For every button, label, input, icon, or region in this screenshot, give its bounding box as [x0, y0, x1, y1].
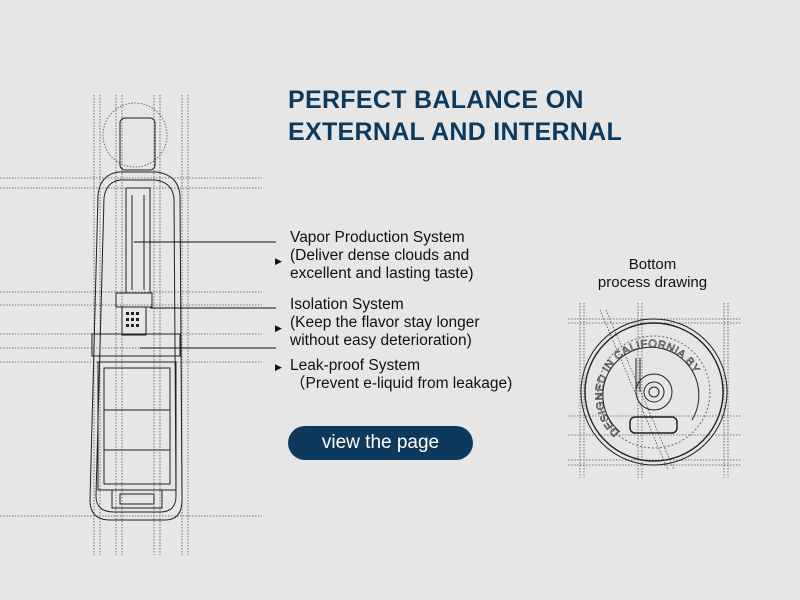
- caption-line-2: process drawing: [597, 274, 708, 291]
- arrow-icon: ▶: [275, 362, 282, 372]
- feature-desc: (Deliver dense clouds and: [290, 247, 470, 264]
- feature-name: Vapor Production System: [290, 229, 465, 246]
- feature-name: Leak-proof System: [290, 357, 421, 374]
- feature-desc: （Prevent e-liquid from leakage): [290, 375, 513, 392]
- bottom-drawing: DESIGNED IN CALIFORNIA BY: [568, 303, 742, 478]
- feature-leak-proof: Leak-proof System （Prevent e-liquid from…: [290, 357, 512, 393]
- page-title: PERFECT BALANCE ON EXTERNAL AND INTERNAL: [288, 84, 622, 148]
- feature-vapor-production: Vapor Production System (Deliver dense c…: [290, 229, 474, 283]
- feature-isolation: Isolation System (Keep the flavor stay l…: [290, 296, 480, 350]
- title-line-2: EXTERNAL AND INTERNAL: [288, 118, 623, 146]
- feature-desc: excellent and lasting taste): [290, 265, 474, 282]
- arrow-icon: ▶: [275, 323, 282, 333]
- feature-desc: (Keep the flavor stay longer: [290, 314, 480, 331]
- view-the-page-button[interactable]: view the page: [288, 426, 473, 460]
- caption-line-1: Bottom: [628, 256, 677, 273]
- bottom-drawing-caption: Bottom process drawing: [580, 256, 725, 292]
- feature-desc: without easy deterioration): [290, 332, 472, 349]
- arrow-icon: ▶: [275, 256, 282, 266]
- title-line-1: PERFECT BALANCE ON: [288, 86, 584, 114]
- feature-name: Isolation System: [290, 296, 404, 313]
